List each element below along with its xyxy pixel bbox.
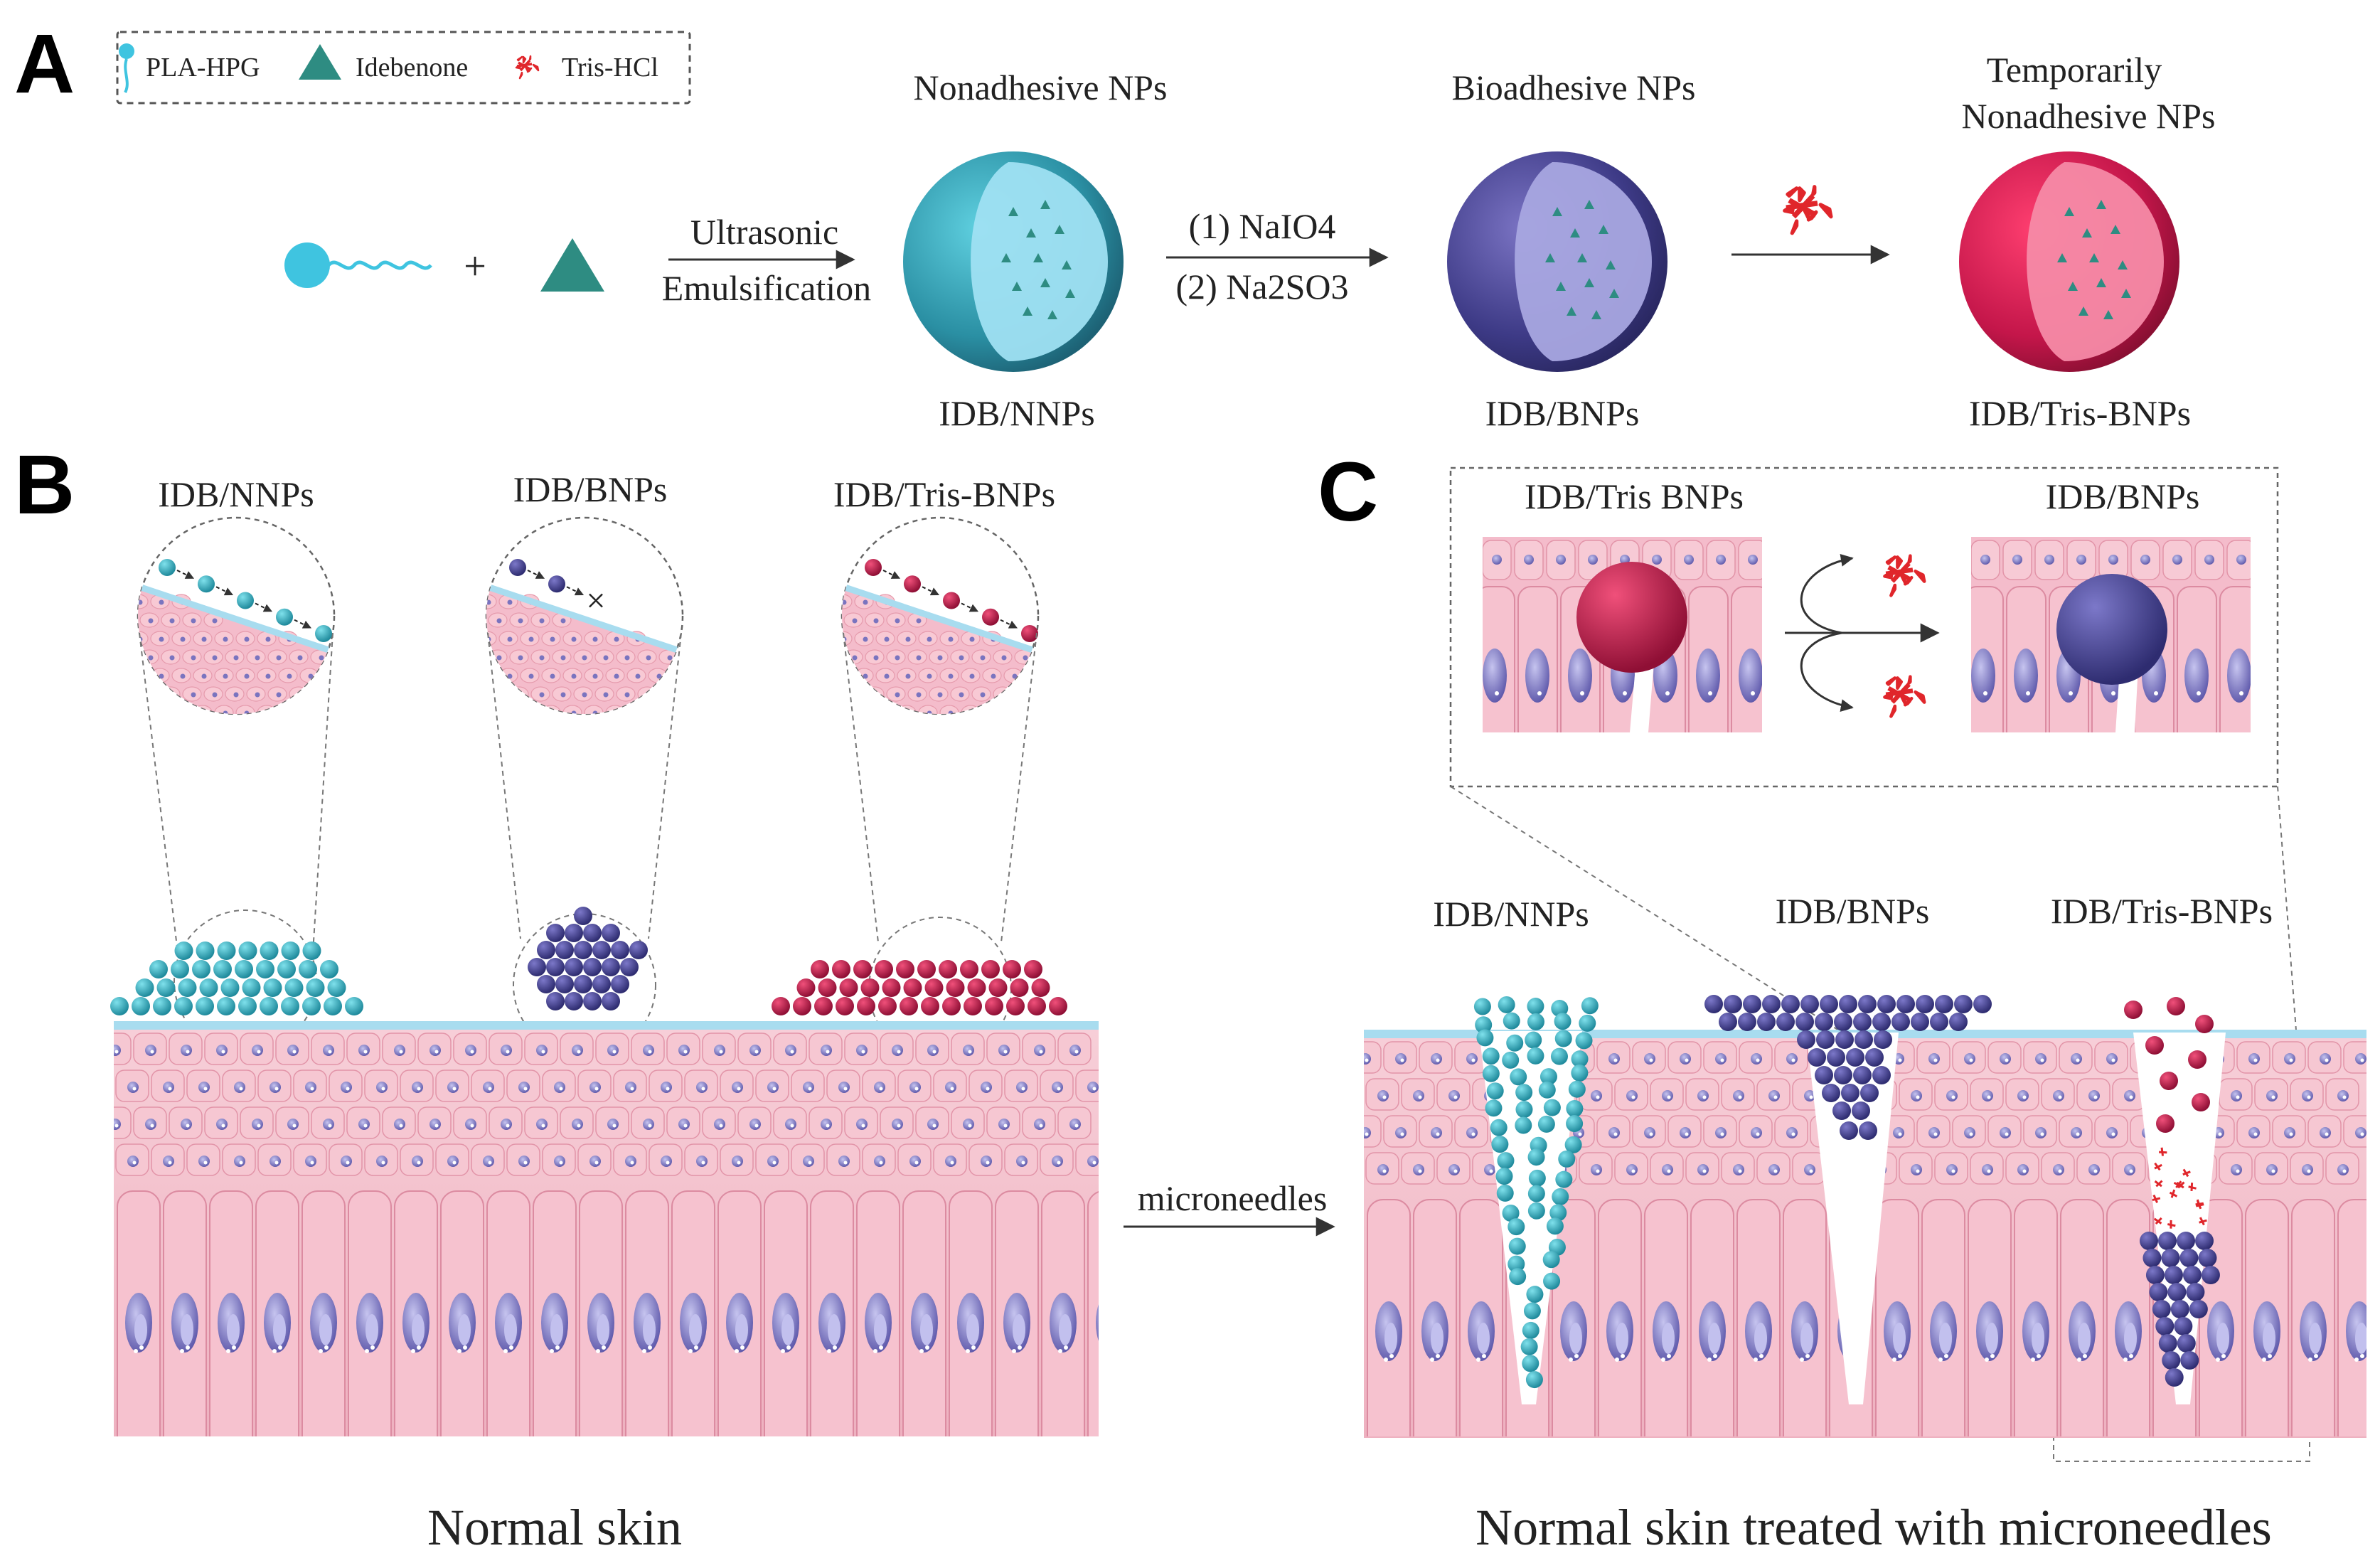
nnp-particle bbox=[903, 151, 1124, 372]
panel-label-b: B bbox=[14, 438, 75, 532]
step2-line2: (2) Na2SO3 bbox=[1175, 267, 1348, 306]
bnp-cluster bbox=[528, 907, 648, 1010]
release-arrows bbox=[1785, 553, 1940, 718]
zoom-bnp bbox=[485, 516, 684, 715]
c-group2-label: IDB/BNPs bbox=[1776, 891, 1930, 931]
tris-bnp-particle bbox=[1959, 151, 2179, 372]
nnp-pile bbox=[110, 941, 363, 1015]
tris-hcl-mark bbox=[1783, 185, 1833, 235]
zoom-connectors-b bbox=[139, 632, 1037, 954]
tris-hcl-mark bbox=[515, 55, 540, 80]
idebenone-icon bbox=[299, 44, 341, 80]
step1-line1: Ultrasonic bbox=[690, 212, 838, 252]
panel-c: IDB/Tris BNPs IDB/BNPs IDB/NNPs bbox=[1364, 466, 2366, 1556]
c-group3-label: IDB/Tris-BNPs bbox=[2051, 891, 2273, 931]
plus-sign: + bbox=[464, 245, 486, 289]
panel-b: IDB/NNPs IDB/BNPs IDB/Tris-BNPs bbox=[110, 469, 1099, 1556]
bnp-particle bbox=[1447, 151, 1667, 372]
panel-label-c: C bbox=[1318, 445, 1378, 539]
polymer-icon bbox=[119, 43, 134, 93]
step1-line2: Emulsification bbox=[662, 268, 871, 308]
legend-tris-label: Tris-HCl bbox=[562, 53, 658, 82]
tris-icon bbox=[515, 55, 540, 80]
inset-right-label: IDB/BNPs bbox=[2046, 476, 2200, 516]
polymer-molecule bbox=[284, 242, 432, 288]
inset-left-label: IDB/Tris BNPs bbox=[1525, 476, 1744, 516]
np3-title-line1: Temporarily bbox=[1987, 50, 2162, 90]
channel-tris bbox=[2124, 997, 2220, 1387]
legend-drug-label: Idebenone bbox=[356, 53, 468, 82]
step2-line1: (1) NaIO4 bbox=[1189, 206, 1336, 246]
microneedles-label: microneedles bbox=[1138, 1178, 1328, 1218]
legend-polymer-label: PLA-HPG bbox=[146, 53, 260, 82]
c-caption: Normal skin treated with microneedles bbox=[1476, 1499, 2272, 1556]
inset-bnp bbox=[2056, 574, 2167, 685]
np2-label: IDB/BNPs bbox=[1485, 393, 1640, 433]
tris-hcl-mark bbox=[1883, 554, 1926, 597]
inset-tris-np bbox=[1576, 562, 1687, 673]
inset-skin-right bbox=[1971, 537, 2251, 732]
idebenone-triangle bbox=[540, 238, 604, 292]
legend: PLA-HPG Idebenone Tris-HCl bbox=[116, 31, 691, 105]
tris-hcl-mark bbox=[1883, 675, 1926, 718]
skin-normal bbox=[114, 1021, 1099, 1436]
panel-label-a: A bbox=[14, 17, 75, 111]
b-caption: Normal skin bbox=[427, 1499, 682, 1556]
b-group1-label: IDB/NNPs bbox=[158, 474, 314, 514]
tris-pile bbox=[772, 960, 1067, 1015]
panel-a: + Ultrasonic Emulsification Nonadhesive … bbox=[284, 50, 2215, 433]
np3-title-line2: Nonadhesive NPs bbox=[1962, 96, 2216, 136]
b-group2-label: IDB/BNPs bbox=[513, 469, 668, 509]
c-group1-label: IDB/NNPs bbox=[1433, 894, 1589, 934]
zoom-tris-bnp bbox=[841, 516, 1040, 715]
bnp-surface-cluster bbox=[1704, 995, 1992, 1140]
inset-skin-left bbox=[1483, 537, 1762, 732]
np2-title: Bioadhesive NPs bbox=[1451, 68, 1695, 107]
channel-nnp bbox=[1473, 996, 1599, 1389]
np1-title: Nonadhesive NPs bbox=[914, 68, 1168, 107]
np3-label: IDB/Tris-BNPs bbox=[1969, 393, 2191, 433]
b-group3-label: IDB/Tris-BNPs bbox=[833, 474, 1055, 514]
tris-addition bbox=[1783, 185, 1833, 235]
np1-label: IDB/NNPs bbox=[939, 393, 1094, 433]
zoom-nnp bbox=[137, 516, 336, 715]
